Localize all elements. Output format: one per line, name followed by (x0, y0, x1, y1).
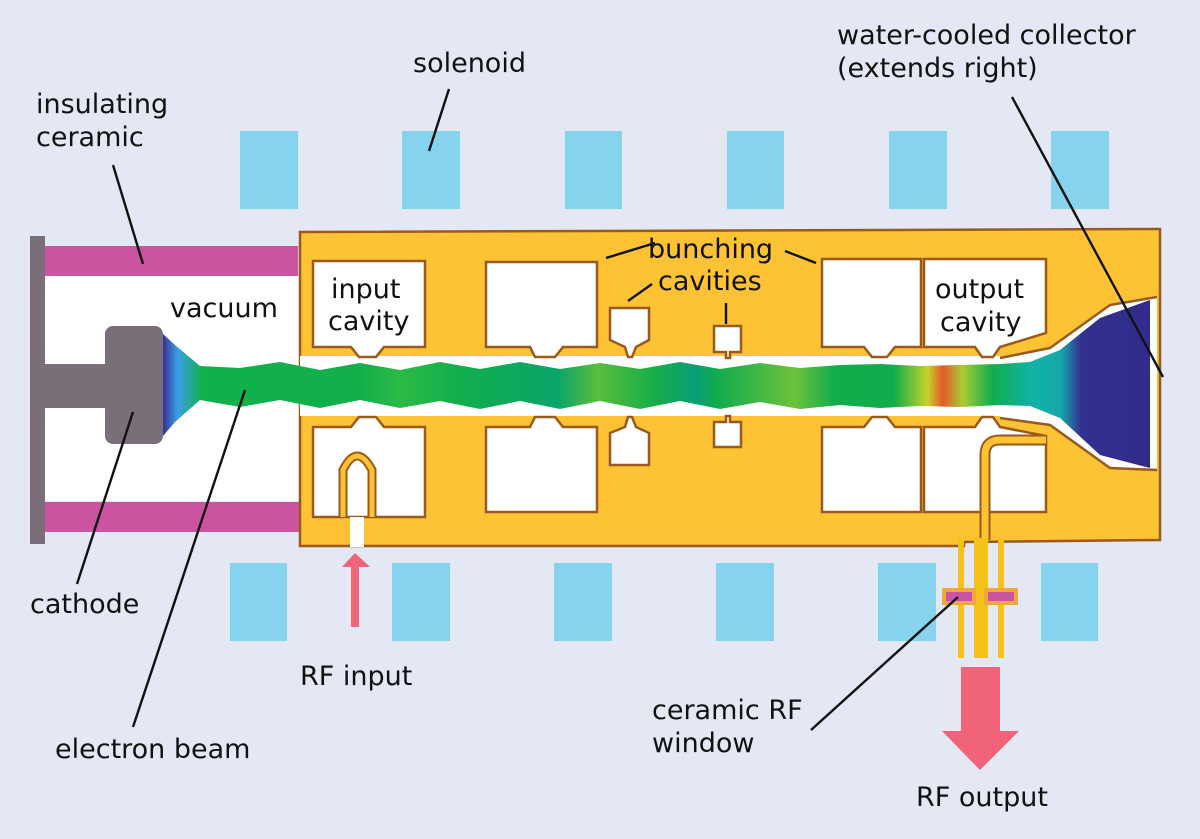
label-bunching-1: bunching (648, 234, 773, 265)
rf-input-arrow (342, 553, 370, 627)
bunching-cavity-1-top (484, 260, 599, 359)
bunching-cavity-3-bottom (712, 414, 743, 449)
solenoid-coil (727, 131, 784, 209)
input-cavity-top (311, 259, 427, 359)
leader-solenoid (427, 88, 451, 152)
leader-bunching-4 (784, 249, 817, 265)
label-cathode: cathode (30, 589, 139, 620)
label-rf-input: RF input (300, 661, 412, 692)
label-solenoid: solenoid (413, 48, 526, 79)
solenoid-coil (1041, 563, 1098, 641)
solenoid-coil (392, 563, 450, 641)
bunching-cavity-1-bottom (484, 415, 599, 514)
label-bunching-2: cavities (658, 266, 762, 297)
insulating-ceramic-bottom (43, 502, 303, 532)
label-ceramic-window-1: ceramic RF (652, 695, 803, 726)
label-output-cavity-1: output (935, 274, 1024, 305)
waveguide-center (974, 538, 988, 658)
label-ceramic-window-2: window (652, 728, 754, 759)
solenoid-coil (889, 131, 947, 209)
output-waveguide (942, 538, 1018, 658)
bunching-cavity-2-bottom (608, 415, 651, 467)
solenoid-coil (716, 563, 774, 641)
rf-output-arrow (942, 667, 1019, 770)
bunching-cavity-4-bottom (820, 415, 923, 514)
leader-electron-beam (131, 389, 247, 728)
bunching-cavity-2-top (608, 306, 651, 359)
leader-bunching-2 (627, 283, 653, 302)
cathode-stem (30, 364, 110, 408)
output-cavity-top (922, 257, 1048, 359)
electron-beam (163, 300, 1150, 468)
leader-ceramic-window (810, 596, 959, 731)
ceramic-rf-window (946, 592, 972, 601)
solenoid-coil (565, 131, 622, 209)
label-input-cavity-2: cavity (328, 306, 409, 337)
input-coax (350, 517, 364, 547)
label-insulating-ceramic-2: ceramic (36, 122, 144, 153)
ceramic-rf-window (988, 592, 1014, 601)
label-insulating-ceramic-1: insulating (36, 89, 168, 120)
leader-collector (1010, 96, 1165, 378)
solenoid-coil (1051, 131, 1109, 209)
cathode (30, 236, 163, 544)
solenoid-coils-top (240, 131, 1109, 209)
bunching-cavity-4-top (820, 257, 923, 359)
label-vacuum: vacuum (170, 293, 278, 324)
leader-cathode (75, 411, 135, 585)
cavities-top (311, 257, 1048, 360)
solenoid-coil (878, 563, 936, 641)
bunching-cavity-3-top (712, 324, 743, 360)
solenoid-coils-bottom (230, 563, 1098, 641)
solenoid-coil (240, 131, 298, 209)
leader-insulating-ceramic (111, 164, 145, 265)
label-input-cavity-1: input (331, 274, 400, 305)
leader-bunching-1 (605, 241, 656, 260)
label-electron-beam: electron beam (55, 734, 250, 765)
label-rf-output: RF output (916, 782, 1048, 813)
solenoid-coil (554, 563, 612, 641)
cathode-head (105, 326, 163, 444)
insulating-ceramic-top (43, 246, 298, 276)
label-output-cavity-2: cavity (940, 307, 1021, 338)
label-collector-1: water-cooled collector (837, 20, 1137, 51)
label-collector-2: (extends right) (837, 53, 1038, 84)
solenoid-coil (230, 563, 287, 641)
